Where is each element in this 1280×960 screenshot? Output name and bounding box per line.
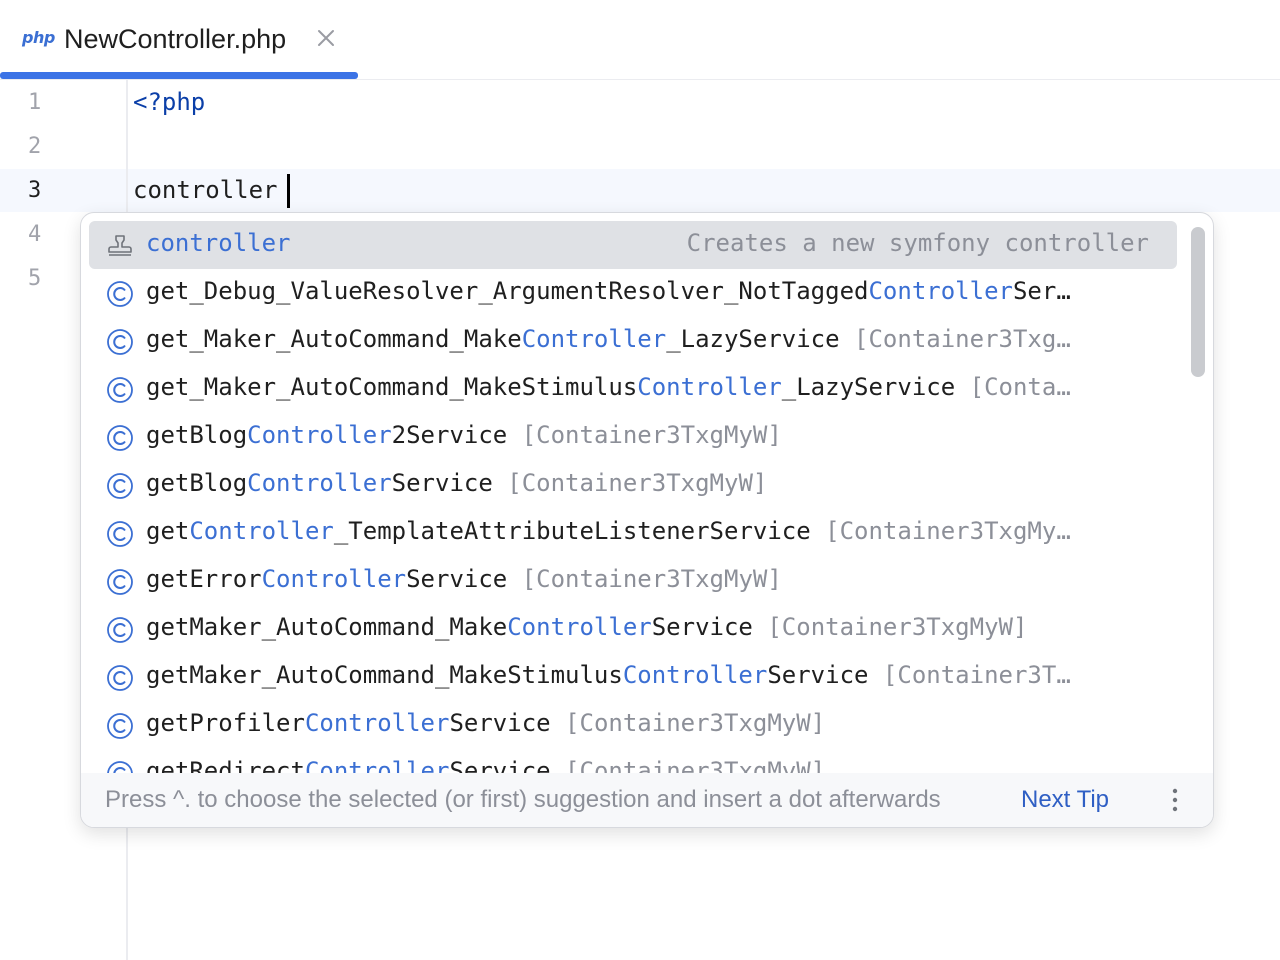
tab-newcontroller-php[interactable]: php NewController.php: [0, 0, 358, 79]
class-c-icon: [107, 665, 133, 691]
completion-item-label: getBlogController2Service [Container3Txg…: [146, 421, 782, 449]
completion-item-label: getMaker_AutoCommand_MakeControllerServi…: [146, 613, 1028, 641]
editor-tab-bar: php NewController.php: [0, 0, 1280, 80]
completion-item-label: get_Debug_ValueResolver_ArgumentResolver…: [146, 277, 1071, 305]
class-c-icon: [107, 281, 133, 307]
text-caret: [287, 174, 290, 208]
class-c-icon: [107, 617, 133, 643]
php-file-icon: php: [22, 28, 55, 47]
completion-item-label: get_Maker_AutoCommand_MakeStimulusContro…: [146, 373, 1071, 401]
completion-item[interactable]: get_Maker_AutoCommand_MakeStimulusContro…: [89, 365, 1177, 413]
class-c-icon: [107, 713, 133, 739]
code-line-1[interactable]: <?php: [133, 88, 206, 116]
line-number: 5: [28, 266, 42, 291]
completion-item[interactable]: getErrorControllerService [Container3Txg…: [89, 557, 1177, 605]
completion-item-type: [Container3T…: [868, 661, 1071, 689]
line-number-current: 3: [28, 178, 42, 203]
current-line-highlight: [0, 169, 1280, 212]
class-c-icon: [107, 377, 133, 403]
completion-item-type: [Container3TxgMyW]: [507, 421, 782, 449]
class-c-icon: [107, 761, 133, 773]
class-c-icon: [107, 521, 133, 547]
completion-item-label: getErrorControllerService [Container3Txg…: [146, 565, 782, 593]
footer-hint: Press ^. to choose the selected (or firs…: [105, 786, 941, 813]
completion-item-type: [Container3TxgMy…: [810, 517, 1071, 545]
completion-item-type: [Container3TxgMyW]: [507, 565, 782, 593]
completion-item[interactable]: controller Creates a new symfony controll…: [89, 221, 1177, 269]
completion-item[interactable]: get_Maker_AutoCommand_MakeController_Laz…: [89, 317, 1177, 365]
completion-item[interactable]: getRedirectControllerService [Container3…: [89, 749, 1177, 773]
completion-footer: Press ^. to choose the selected (or firs…: [81, 773, 1213, 827]
line-number: 1: [28, 90, 42, 115]
completion-item[interactable]: getBlogControllerService [Container3TxgM…: [89, 461, 1177, 509]
completion-item-label: getRedirectControllerService [Container3…: [146, 757, 1146, 773]
scrollbar-thumb[interactable]: [1191, 227, 1205, 377]
completion-item-type: [Conta…: [955, 373, 1071, 401]
completion-item-label: get_Maker_AutoCommand_MakeController_Laz…: [146, 325, 1071, 353]
code-line-3[interactable]: controller: [133, 176, 278, 204]
completion-list[interactable]: controller Creates a new symfony controll…: [81, 213, 1185, 773]
completion-item-type: [Container3TxgMyW]: [550, 709, 826, 737]
completion-item-type: [Container3TxgMyW]: [550, 757, 826, 773]
completion-item[interactable]: getMaker_AutoCommand_MakeControllerServi…: [89, 605, 1177, 653]
completion-item-label: getController_TemplateAttributeListenerS…: [146, 517, 1071, 545]
completion-item-label: getProfilerControllerService [Container3…: [146, 709, 826, 737]
class-c-icon: [107, 569, 133, 595]
line-number: 2: [28, 134, 42, 159]
stamp-template-icon: [108, 235, 132, 256]
completion-item[interactable]: getBlogController2Service [Container3Txg…: [89, 413, 1177, 461]
completion-item[interactable]: get_Debug_ValueResolver_ArgumentResolver…: [89, 269, 1177, 317]
class-c-icon: [107, 473, 133, 499]
completion-item[interactable]: getProfilerControllerService [Container3…: [89, 701, 1177, 749]
next-tip-link[interactable]: Next Tip: [1021, 786, 1110, 813]
line-number: 4: [28, 222, 42, 247]
completion-item[interactable]: getController_TemplateAttributeListenerS…: [89, 509, 1177, 557]
completion-item-description: Creates a new symfony controller: [686, 229, 1149, 257]
completion-popup: controller Creates a new symfony controll…: [80, 212, 1214, 828]
completion-item-label: getMaker_AutoCommand_MakeStimulusControl…: [146, 661, 1071, 689]
close-icon[interactable]: [314, 26, 338, 50]
completion-item-type: [Container3TxgMyW]: [752, 613, 1028, 641]
completion-item-label: getBlogControllerService [Container3TxgM…: [146, 469, 768, 497]
class-c-icon: [107, 329, 133, 355]
completion-item-type: [Container3TxgMyW]: [492, 469, 768, 497]
class-c-icon: [107, 425, 133, 451]
tab-title: NewController.php: [64, 24, 287, 54]
vertical-ellipsis-icon[interactable]: [1165, 786, 1185, 814]
completion-item[interactable]: getMaker_AutoCommand_MakeStimulusControl…: [89, 653, 1177, 701]
active-tab-indicator: [0, 72, 358, 79]
completion-item-label: controller: [146, 229, 291, 257]
completion-item-type: [Container3Txg…: [839, 325, 1071, 353]
